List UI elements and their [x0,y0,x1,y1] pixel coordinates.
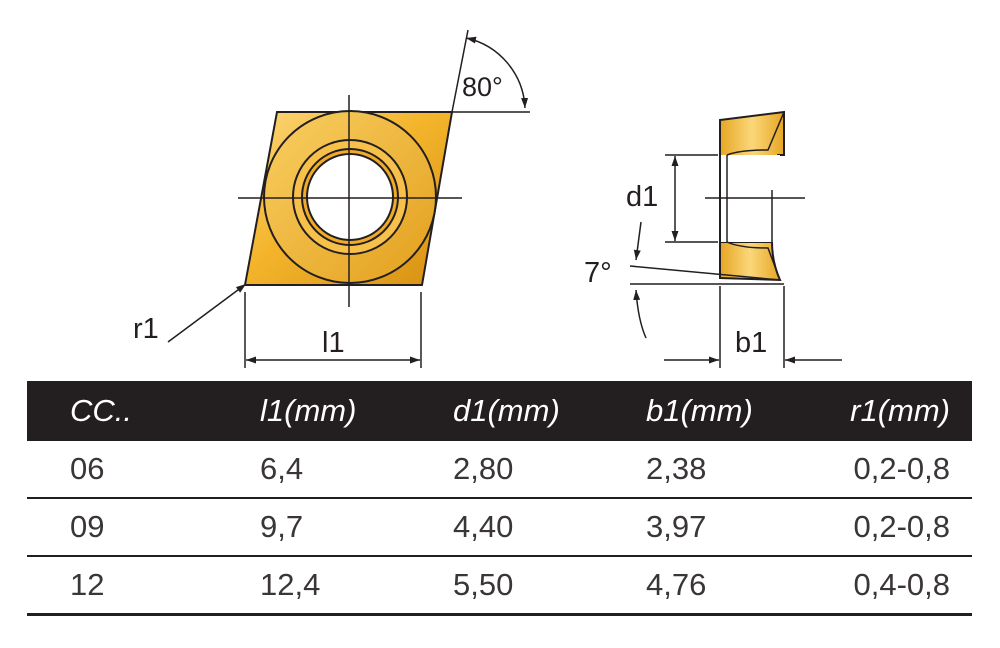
insert-top-view [238,95,462,307]
d1-dimension: d1 [626,154,718,243]
insert-side-view [705,110,805,282]
d1-label: d1 [626,181,658,213]
header-cc: CC.. [27,381,260,441]
cell-r1: 0,2-0,8 [839,498,972,557]
l1-dimension: l1 [244,292,422,368]
angle-80-label: 80° [462,72,503,102]
table-row: 06 6,4 2,80 2,38 0,2-0,8 [27,441,972,499]
header-d1: d1(mm) [453,381,646,441]
insert-hole [306,153,394,241]
cell-b1: 2,38 [646,441,839,499]
header-r1: r1(mm) [839,381,972,441]
table-row: 09 9,7 4,40 3,97 0,2-0,8 [27,498,972,557]
cell-r1: 0,4-0,8 [839,556,972,616]
header-l1: l1(mm) [260,381,453,441]
cell-b1: 3,97 [646,498,839,557]
b1-dimension: b1 [664,286,842,368]
insert-technical-drawing: 80° r1 l1 d1 [133,29,842,368]
l1-label: l1 [322,327,345,359]
table-row: 12 12,4 5,50 4,76 0,4-0,8 [27,556,972,616]
cell-d1: 2,80 [453,441,646,499]
cell-b1: 4,76 [646,556,839,616]
angle-7-label: 7° [584,257,612,289]
cell-r1: 0,2-0,8 [839,441,972,499]
b1-label: b1 [735,327,767,359]
cell-d1: 5,50 [453,556,646,616]
r1-annotation: r1 [133,283,247,345]
cell-cc: 12 [27,556,260,616]
cell-l1: 9,7 [260,498,453,557]
dimension-table: CC.. l1(mm) d1(mm) b1(mm) r1(mm) 06 6,4 … [27,381,972,616]
r1-label: r1 [133,313,159,345]
table-header-row: CC.. l1(mm) d1(mm) b1(mm) r1(mm) [27,381,972,441]
angle-7-annotation: 7° [584,221,784,339]
cell-l1: 6,4 [260,441,453,499]
cell-cc: 09 [27,498,260,557]
cell-d1: 4,40 [453,498,646,557]
angle-80-annotation: 80° [451,29,530,113]
cell-cc: 06 [27,441,260,499]
header-b1: b1(mm) [646,381,839,441]
cell-l1: 12,4 [260,556,453,616]
